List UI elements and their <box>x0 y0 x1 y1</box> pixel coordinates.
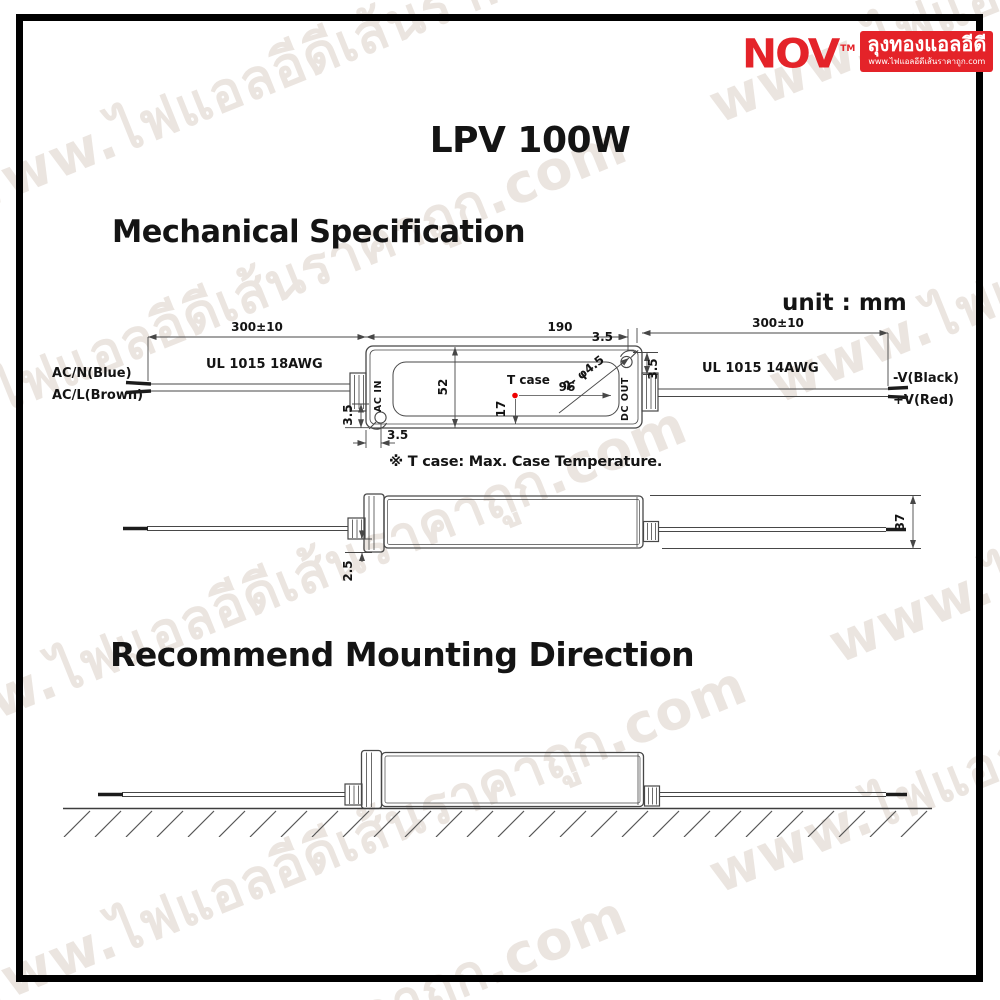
ground <box>63 807 932 837</box>
side-bracket <box>363 493 385 553</box>
dim-wire-offset-value: 2.5 <box>341 560 355 581</box>
dim-right-wire: 300±10 <box>642 316 889 386</box>
dim-hole-bottom-offset: 3.5 <box>353 424 408 448</box>
section-heading-mechanical: Mechanical Specification <box>112 214 525 250</box>
dim-side-height: 37 <box>650 495 921 549</box>
badge-url: www.ไฟแอลอีดีเส้นราคาถูก.com <box>868 57 986 66</box>
dim-side-height-value: 37 <box>893 514 907 531</box>
output-wires <box>658 385 909 400</box>
mount-bracket <box>360 749 383 810</box>
mount-wire-left <box>98 792 345 797</box>
badge-title: ลุงทองแอลอีดี <box>867 32 987 56</box>
input-wires <box>125 380 350 395</box>
dim-hole-bottom-side: 3.5 <box>341 403 369 429</box>
label-input-wire-gauge: UL 1015 18AWG <box>206 357 323 372</box>
label-v-negative: -V(Black) <box>893 371 959 386</box>
mount-gland-left <box>344 783 363 806</box>
label-ac-l: AC/L(Brown) <box>52 388 144 403</box>
nov-logo-text: NOV <box>742 29 840 77</box>
mount-body <box>380 751 645 808</box>
dim-case-height: 52 <box>436 347 458 428</box>
mounting-slot-top-right <box>620 350 639 369</box>
dim-hole-side-offset: 3.5 <box>633 352 660 380</box>
tcase-marker: T case 96 17 <box>494 373 611 424</box>
side-view-drawing: 37 2.5 <box>123 493 921 582</box>
brand-badge: ลุงทองแอลอีดี www.ไฟแอลอีดีเส้นราคาถูก.c… <box>860 31 994 72</box>
side-wire-right <box>659 527 906 532</box>
dim-left-wire: 300±10 <box>147 320 366 381</box>
dim-left-wire-value: 300±10 <box>231 320 283 334</box>
dim-tcase-y-value: 17 <box>494 401 508 418</box>
unit-label: unit : mm <box>782 290 907 316</box>
label-dc-out: DC OUT <box>620 377 631 421</box>
mounting-view-drawing <box>63 749 932 837</box>
ground-hatching <box>63 810 931 837</box>
dim-hole-bottom-offset-value: 3.5 <box>387 428 408 442</box>
side-wire-left <box>123 526 348 531</box>
tcase-label: T case <box>507 373 550 387</box>
dim-body-length-value: 190 <box>547 320 572 334</box>
side-gland-right <box>642 520 660 543</box>
mounting-slot-bottom-left <box>368 411 387 430</box>
label-ac-in: AC IN <box>373 380 384 412</box>
dim-hole-top-offset: 3.5 <box>592 328 638 344</box>
page-title: LPV 100W <box>429 120 631 161</box>
label-v-positive: +V(Red) <box>893 393 954 408</box>
dim-tcase-x-value: 96 <box>559 380 576 394</box>
dim-hole-bottom-side-value: 3.5 <box>341 404 355 425</box>
mount-gland-right <box>643 785 661 807</box>
dim-hole-side-offset-value: 3.5 <box>646 358 660 379</box>
page-border <box>16 14 983 982</box>
trademark-mark: TM <box>840 44 856 54</box>
cable-gland-right <box>641 372 659 412</box>
section-heading-mounting: Recommend Mounting Direction <box>110 635 695 674</box>
top-view-drawing: AC IN DC OUT 300±10 190 300±10 3.5 <box>125 316 909 448</box>
mount-wire-right <box>660 792 907 797</box>
dim-body-length: 190 <box>366 320 629 351</box>
tcase-note: ※ T case: Max. Case Temperature. <box>389 454 663 470</box>
dim-case-height-value: 52 <box>436 379 450 396</box>
tcase-dot <box>512 392 518 399</box>
dim-right-wire-value: 300±10 <box>752 316 804 330</box>
dim-wire-offset: 2.5 <box>341 530 372 582</box>
side-body <box>383 495 644 549</box>
dim-hole-top-offset-value: 3.5 <box>592 330 613 344</box>
label-ac-n: AC/N(Blue) <box>52 366 132 381</box>
label-output-wire-gauge: UL 1015 14AWG <box>702 361 819 376</box>
